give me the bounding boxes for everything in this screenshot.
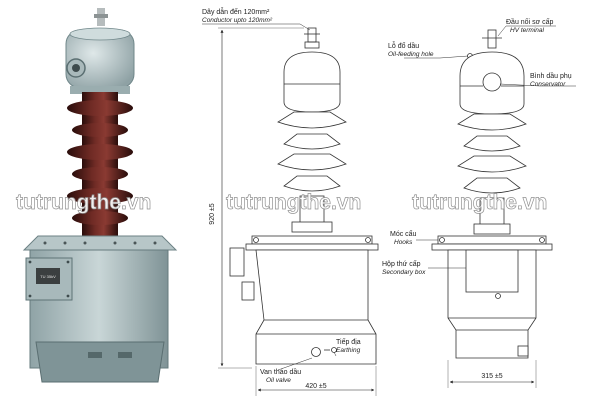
conservator-label-en: Conservator [530, 81, 566, 88]
oil-hole-label-vi: Lỗ đổ dầu [388, 41, 419, 50]
conductor-label-vi: Dây dẫn đến 120mm² [202, 7, 270, 16]
earthing-label-vi: Tiếp địa [336, 337, 361, 346]
secondary-box-label-vi: Hộp thứ cấp [382, 259, 421, 268]
hv-terminal-label-vi: Đầu nối sơ cấp [506, 17, 554, 26]
watermark-middle: tutrungthe.vn [226, 191, 361, 214]
conservator-label-vi: Bình dầu phụ [530, 71, 572, 80]
side-view-labels: Đầu nối sơ cấp HV terminal Lỗ đổ dầu Oil… [382, 17, 572, 380]
side-view-drawing [404, 25, 576, 388]
oil-valve-label-en: Oil valve [266, 377, 291, 384]
watermark-layer: tutrungthe.vn tutrungthe.vn tutrungthe.v… [16, 191, 548, 215]
secondary-box-label-en: Secondary box [382, 269, 426, 276]
height-dimension: 920 ±5 [209, 203, 216, 224]
side-width-dimension: 315 ±5 [481, 373, 502, 380]
hooks-label-en: Hooks [394, 239, 413, 246]
conductor-label-en: Conductor upto 120mm² [202, 17, 273, 24]
nameplate-text: TU 35kV [40, 274, 56, 279]
hv-terminal-label-en: HV terminal [510, 27, 545, 34]
transformer-photo: TU 35kV [0, 0, 190, 400]
front-view-drawing [202, 23, 379, 396]
front-view-labels: Dây dẫn đến 120mm² Conductor upto 120mm²… [202, 7, 361, 390]
front-width-dimension: 420 ±5 [305, 383, 326, 390]
watermark-right: tutrungthe.vn [412, 191, 547, 214]
earthing-label-en: Earthing [336, 347, 361, 354]
hooks-label-vi: Móc cẩu [390, 230, 417, 238]
oil-valve-label-vi: Van tháo dầu [260, 367, 301, 376]
watermark-left: tutrungthe.vn [16, 191, 151, 214]
oil-hole-label-en: Oil-feeding hole [388, 51, 434, 58]
